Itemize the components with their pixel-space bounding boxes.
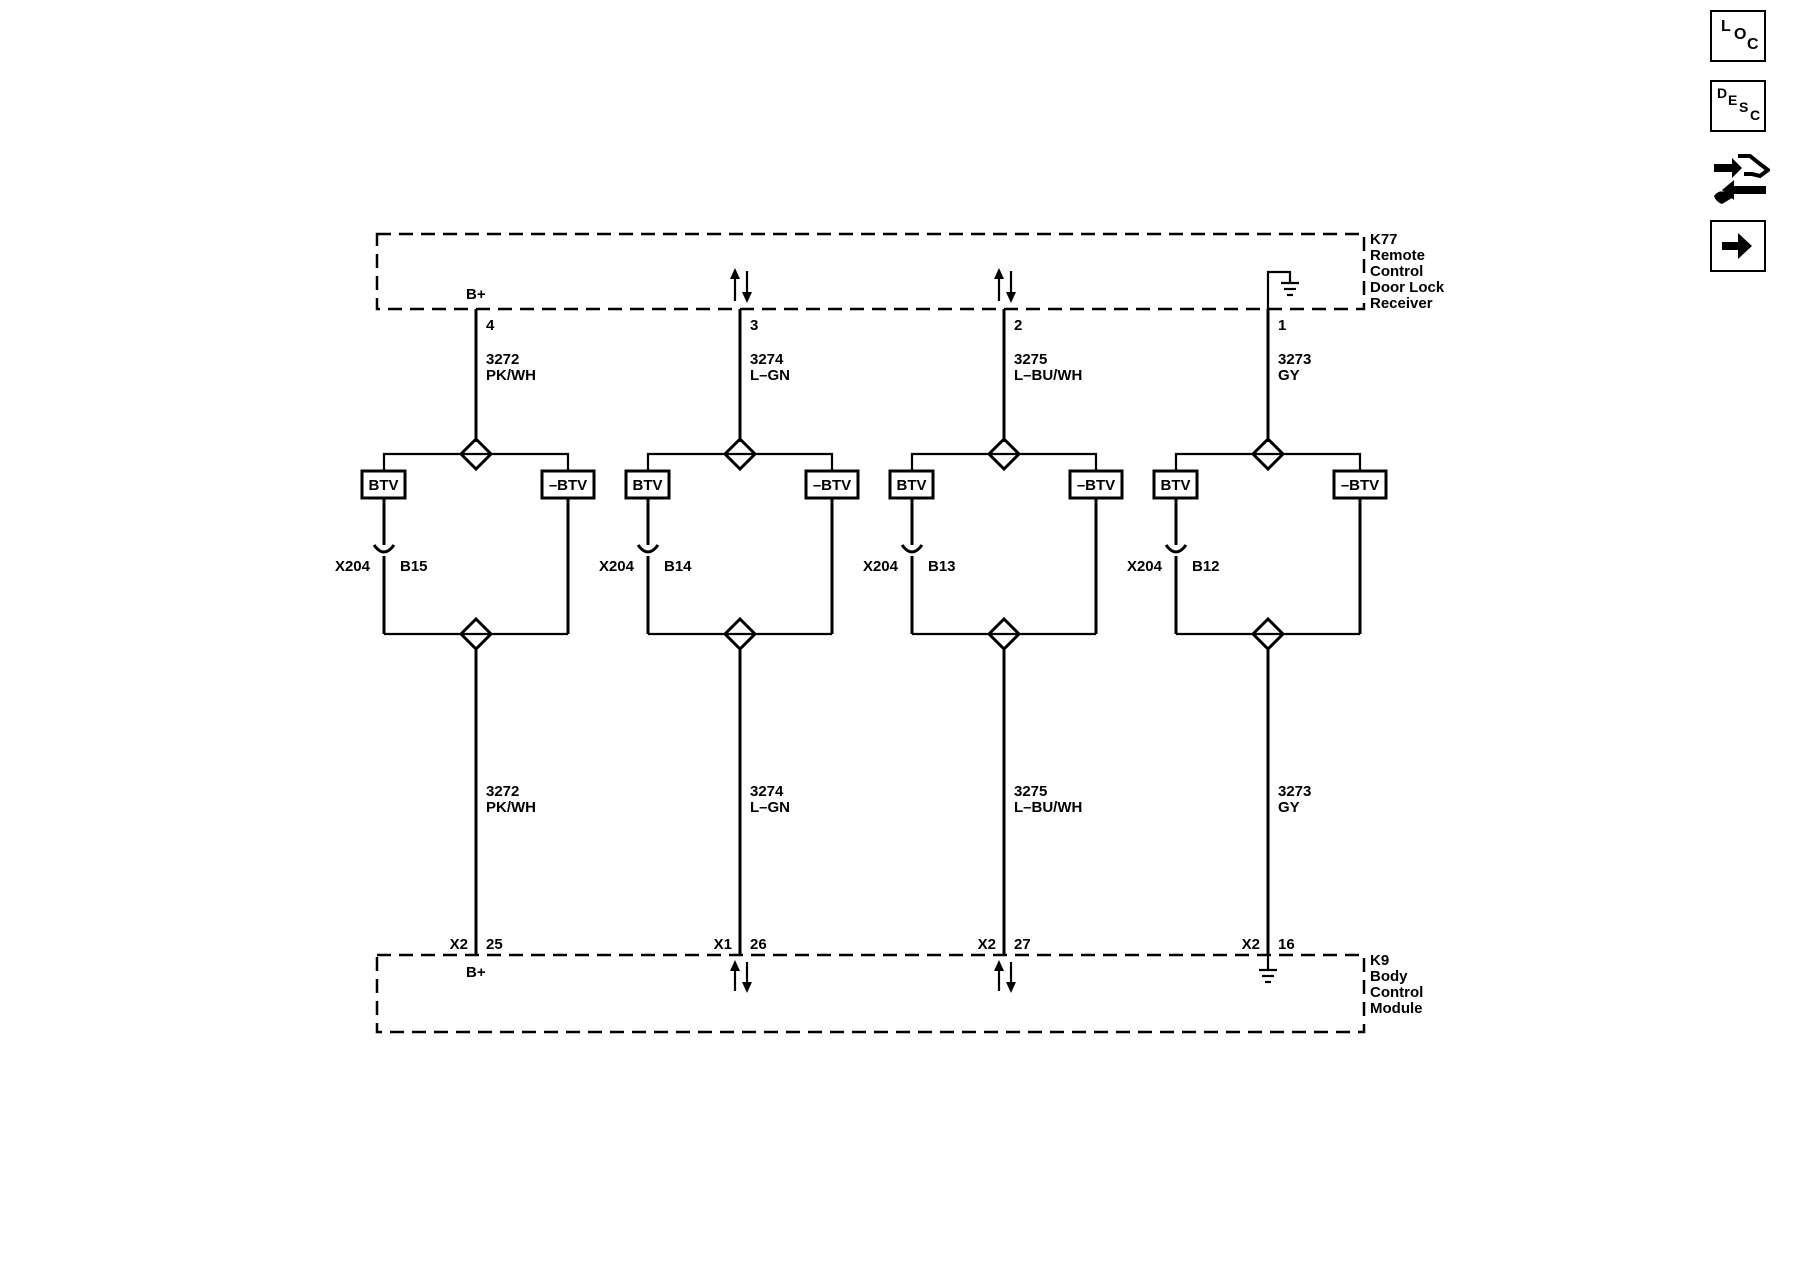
circuit-col-3: 1 3273 GY BTV –BTV X204 B12 3273 GY X2 1… [1127,270,1388,984]
bottom-circuit-1: 3274 [750,783,784,800]
bottom-circuit-2: 3275 [1014,783,1047,800]
k9-name-2: Control [1370,984,1423,1001]
connector-2: X204 [863,558,899,575]
loc-letter-l: L [1721,18,1731,35]
top-signal-0: B+ [466,286,486,303]
bottom-color-2: L–BU/WH [1014,799,1082,816]
connector-0: X204 [335,558,371,575]
bottom-color-3: GY [1278,799,1300,816]
bottom-signal-0: B+ [466,964,486,981]
bottom-conn-2: X2 [978,936,996,953]
bottom-conn-1: X1 [714,936,732,953]
bottom-pin-0: 25 [486,936,503,953]
bottom-pin-3: 16 [1278,936,1295,953]
bottom-circuit-0: 3272 [486,783,519,800]
desc-button[interactable]: D E S C [1710,80,1766,132]
loc-button[interactable]: L O C [1710,10,1766,62]
top-color-1: L–GN [750,367,790,384]
top-ground-icon [1266,270,1299,309]
k9-name-1: Body [1370,968,1408,985]
bottom-color-1: L–GN [750,799,790,816]
btv-label-0: BTV [369,477,399,494]
top-circuit-1: 3274 [750,351,784,368]
desc-letter-d: D [1717,85,1728,101]
btv-label-2: BTV [897,477,927,494]
circuit-col-2: 2 3275 L–BU/WH BTV –BTV X204 B13 3275 L–… [863,268,1124,993]
arrow-right-icon [1722,233,1752,259]
desc-letter-s: S [1739,99,1749,115]
cavity-3: B12 [1192,558,1220,575]
bottom-circuit-3: 3273 [1278,783,1311,800]
k9-id: K9 [1370,952,1389,969]
k77-name-2: Control [1370,263,1423,280]
top-pin-2: 2 [1014,317,1022,334]
circuit-col-0: B+ 4 3272 PK/WH BTV –BTV X204 B15 3272 P… [335,286,596,981]
k77-name-1: Remote [1370,247,1425,264]
nbtv-label-2: –BTV [1077,477,1115,494]
bottom-conn-3: X2 [1242,936,1260,953]
loc-letter-c: C [1747,36,1759,53]
cavity-2: B13 [928,558,956,575]
connector-wrench-icon [1714,154,1772,204]
top-circuit-0: 3272 [486,351,519,368]
connector-info-button[interactable] [1710,150,1772,204]
bottom-bidirectional-arrow-icon-2 [994,960,1016,993]
k77-name-3: Door Lock [1370,279,1445,296]
bottom-bidirectional-arrow-icon-1 [730,960,752,993]
k9-module-label: K9 Body Control Module [1370,952,1423,1017]
btv-label-1: BTV [633,477,663,494]
top-circuit-2: 3275 [1014,351,1047,368]
k77-id: K77 [1370,231,1398,248]
top-pin-0: 4 [486,317,495,334]
k77-module-box [375,232,1366,311]
top-color-0: PK/WH [486,367,536,384]
cavity-0: B15 [400,558,428,575]
bottom-color-0: PK/WH [486,799,536,816]
nbtv-label-0: –BTV [549,477,587,494]
nbtv-label-3: –BTV [1341,477,1379,494]
bottom-ground-icon [1259,955,1277,984]
next-button[interactable] [1710,220,1766,272]
top-color-2: L–BU/WH [1014,367,1082,384]
top-pin-1: 3 [750,317,758,334]
connector-3: X204 [1127,558,1163,575]
top-bidirectional-arrow-icon-2 [994,268,1016,303]
loc-letter-o: O [1734,26,1747,43]
top-circuit-3: 3273 [1278,351,1311,368]
cavity-1: B14 [664,558,692,575]
connector-1: X204 [599,558,635,575]
circuit-col-1: 3 3274 L–GN BTV –BTV X204 B14 3274 L–GN … [599,268,860,993]
bottom-pin-2: 27 [1014,936,1031,953]
k9-module-box [375,953,1366,1034]
k77-module-label: K77 Remote Control Door Lock Receiver [1370,231,1445,312]
top-bidirectional-arrow-icon-1 [730,268,752,303]
top-color-3: GY [1278,367,1300,384]
btv-label-3: BTV [1161,477,1191,494]
loc-icon: L O C [1712,12,1764,60]
desc-letter-c: C [1750,107,1761,123]
top-pin-3: 1 [1278,317,1286,334]
k77-name-4: Receiver [1370,295,1433,312]
bottom-conn-0: X2 [450,936,468,953]
desc-letter-e: E [1728,92,1738,108]
desc-icon: D E S C [1712,82,1764,130]
nbtv-label-1: –BTV [813,477,851,494]
k9-name-3: Module [1370,1000,1423,1017]
bottom-pin-1: 26 [750,936,767,953]
diagram-toolbar: L O C D E S C [1710,10,1772,290]
